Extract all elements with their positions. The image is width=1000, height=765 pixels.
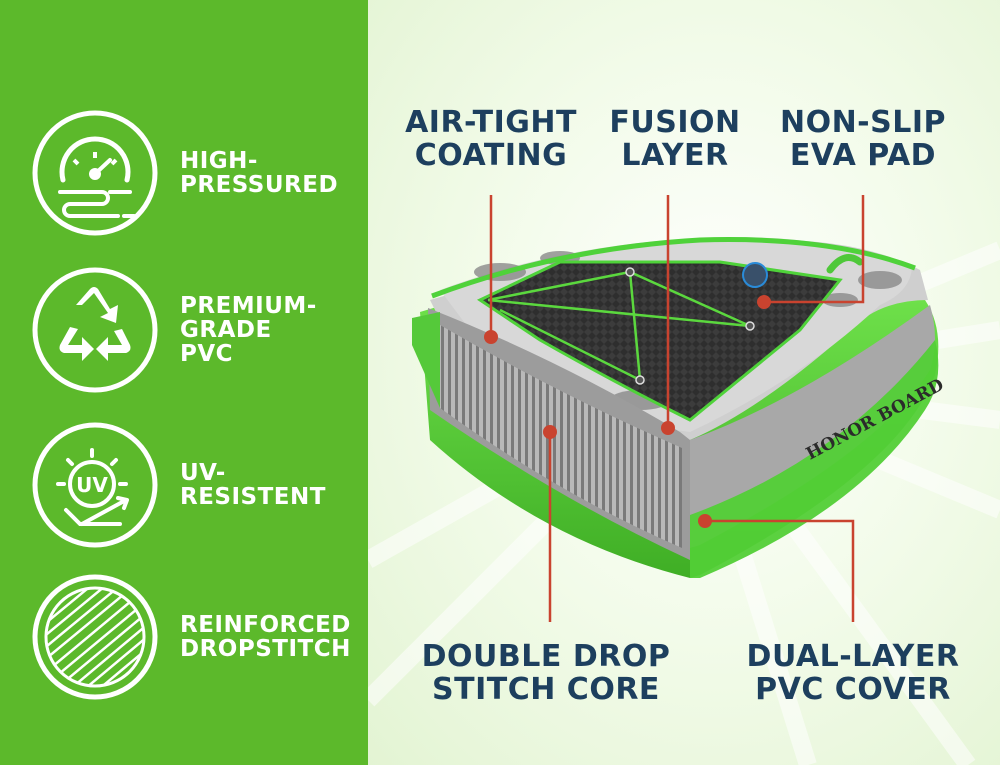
carry-handle [826, 254, 864, 274]
pointer-dot [543, 425, 557, 439]
callout-double-drop-stitch-core: DOUBLE DROP STITCH CORE [421, 639, 671, 707]
paddle-board-cross-section: HONOR BOARD [412, 195, 948, 622]
feature-high-pressured: HIGH- PRESSURED [30, 108, 360, 238]
callout-dual-layer-pvc-cover: DUAL-LAYER PVC COVER [746, 639, 960, 707]
feature-panel: HIGH- PRESSURED PREMIUM- GRADE PVC [0, 0, 368, 765]
recycle-icon [32, 267, 158, 393]
air-valve [742, 262, 768, 288]
callout-fusion-layer: FUSION LAYER [609, 105, 741, 173]
feature-label: UV- RESISTENT [180, 460, 326, 510]
feature-label: HIGH- PRESSURED [180, 148, 339, 198]
feature-reinforced-dropstitch: REINFORCED DROPSTITCH [30, 572, 360, 702]
pointer-dot [661, 421, 675, 435]
pointer-dot [757, 295, 771, 309]
callout-non-slip-eva-pad: NON-SLIP EVA PAD [779, 105, 947, 173]
callout-air-tight-coating: AIR-TIGHT COATING [405, 105, 577, 173]
uv-sun-icon: UV [32, 422, 158, 548]
bungee-cords [487, 270, 751, 382]
eva-pad [476, 260, 843, 422]
feature-label: REINFORCED DROPSTITCH [180, 612, 351, 662]
pressure-gauge-icon [32, 110, 158, 236]
dropstitch-lines-icon [32, 574, 158, 700]
dropstitch-core [440, 325, 682, 548]
uv-text: UV [76, 473, 108, 497]
feature-label: PREMIUM- GRADE PVC [180, 293, 317, 367]
feature-premium-pvc: PREMIUM- GRADE PVC [30, 265, 360, 395]
pointer-dot [484, 330, 498, 344]
product-panel: HONOR BOARD AIR-TIGHT COATING FUSION LAY… [368, 0, 1000, 765]
callout-pointers [489, 195, 865, 622]
pointer-dot [698, 514, 712, 528]
feature-uv-resistent: UV UV- RESISTENT [30, 420, 360, 550]
